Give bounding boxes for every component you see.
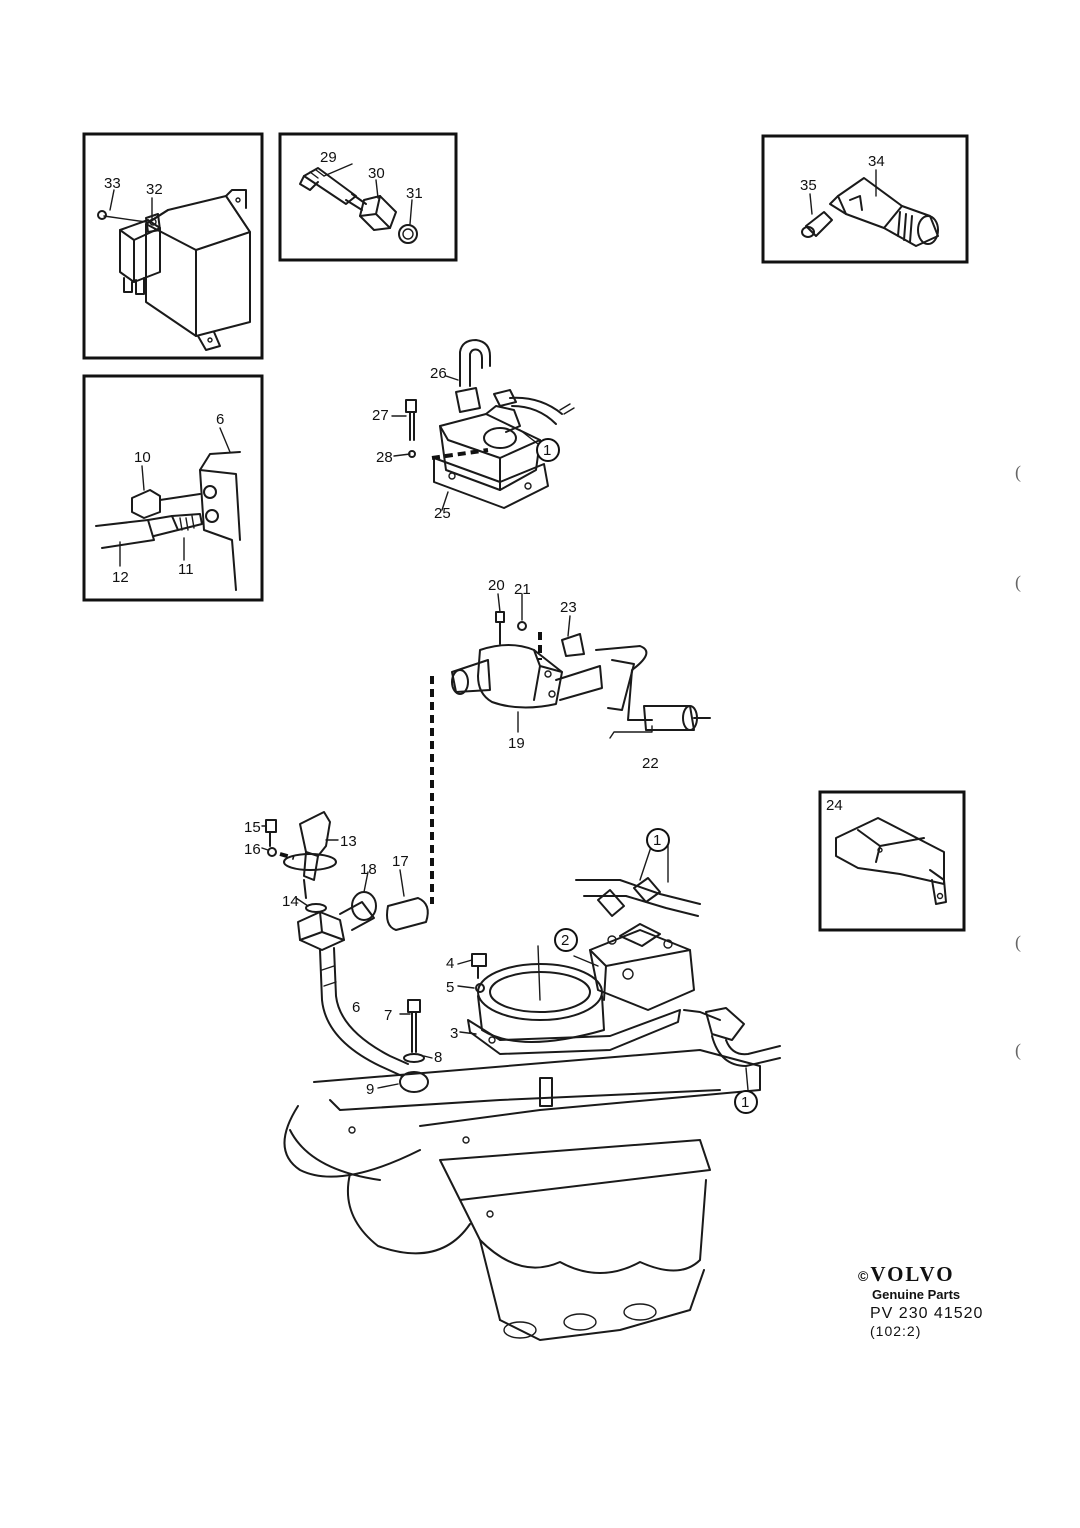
callout-22: 22 xyxy=(642,755,659,772)
callout-18: 18 xyxy=(360,861,377,878)
circled-ref-1-mid xyxy=(646,828,670,852)
leader-lines xyxy=(109,163,877,1091)
control-unit-illustration xyxy=(97,189,251,351)
callout-15: 15 xyxy=(244,819,261,836)
svg-text:1: 1 xyxy=(653,832,661,849)
callout-12: 12 xyxy=(112,569,129,586)
hose-connection-illustration xyxy=(265,811,429,1077)
circled-ref-2 xyxy=(554,928,578,952)
callout-labels: 33 32 29 30 31 34 35 26 27 28 25 6 10 12… xyxy=(104,149,885,1098)
callout-10: 10 xyxy=(134,449,151,466)
copyright-symbol: © xyxy=(858,1268,869,1284)
callout-8: 8 xyxy=(434,1049,442,1066)
callout-21: 21 xyxy=(514,581,531,598)
inset-frame-valve xyxy=(761,134,969,264)
callout-16: 16 xyxy=(244,841,261,858)
callout-6-main: 6 xyxy=(352,999,360,1016)
callout-9: 9 xyxy=(366,1081,374,1098)
callout-30: 30 xyxy=(368,165,385,182)
bracket-illustration xyxy=(835,817,947,905)
brand-name: VOLVO xyxy=(870,1262,955,1286)
genuine-parts-label: Genuine Parts xyxy=(872,1287,961,1302)
diagram-subreference: (102:2) xyxy=(870,1323,922,1339)
throttle-housing-illustration xyxy=(467,877,781,1067)
callout-6-inset: 6 xyxy=(216,411,224,428)
svg-text:2: 2 xyxy=(561,932,569,949)
svg-text:1: 1 xyxy=(543,442,551,459)
circled-references: 1 1 1 2 xyxy=(536,438,758,1114)
callout-14: 14 xyxy=(282,893,299,910)
margin-mark-2: ( xyxy=(1015,572,1021,592)
margin-mark-4: ( xyxy=(1015,1040,1021,1060)
callout-28: 28 xyxy=(376,449,393,466)
callout-26: 26 xyxy=(430,365,447,382)
callout-35: 35 xyxy=(800,177,817,194)
intake-manifold-illustration xyxy=(283,999,761,1341)
air-valve-illustration xyxy=(451,611,711,731)
callout-17: 17 xyxy=(392,853,409,870)
idle-valve-illustration xyxy=(405,339,575,509)
circled-ref-1-top xyxy=(536,438,560,462)
callout-7: 7 xyxy=(384,1007,392,1024)
callout-34: 34 xyxy=(868,153,885,170)
callout-27: 27 xyxy=(372,407,389,424)
inset-frame-plug-hose xyxy=(82,374,264,602)
callout-25: 25 xyxy=(434,505,451,522)
union-fitting-illustration xyxy=(299,167,418,244)
callout-5: 5 xyxy=(446,979,454,996)
callout-19: 19 xyxy=(508,735,525,752)
callout-11: 11 xyxy=(178,561,194,578)
valve-illustration xyxy=(801,177,939,247)
volvo-logo: ©VOLVO xyxy=(858,1262,983,1287)
callout-4: 4 xyxy=(446,955,454,972)
callout-24: 24 xyxy=(826,797,843,814)
margin-mark-3: ( xyxy=(1015,932,1021,952)
inset-frame-union-fitting xyxy=(278,132,458,262)
callout-33: 33 xyxy=(104,175,121,192)
callout-3: 3 xyxy=(450,1025,458,1042)
callout-23: 23 xyxy=(560,599,577,616)
plug-hose-illustration xyxy=(95,451,241,591)
callout-20: 20 xyxy=(488,577,505,594)
margin-mark-1: ( xyxy=(1015,462,1021,482)
callout-32: 32 xyxy=(146,181,163,198)
svg-text:1: 1 xyxy=(741,1094,749,1111)
inset-frame-bracket xyxy=(818,790,966,932)
inset-frame-control-unit xyxy=(82,132,264,360)
brand-block: ©VOLVO Genuine Parts PV 230 41520 (102:2… xyxy=(858,1262,983,1339)
diagram-reference: PV 230 41520 xyxy=(870,1305,984,1322)
circled-ref-1-low xyxy=(734,1090,758,1114)
callout-31: 31 xyxy=(406,185,423,202)
callout-29: 29 xyxy=(320,149,337,166)
callout-13: 13 xyxy=(340,833,357,850)
